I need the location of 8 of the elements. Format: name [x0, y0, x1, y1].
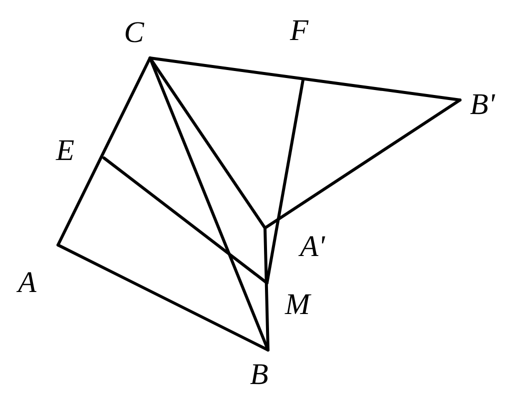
point-label: B — [250, 360, 268, 390]
point-label: A' — [300, 232, 325, 262]
point-label: M — [285, 290, 310, 320]
point-label: F — [290, 16, 308, 46]
point-label: C — [124, 18, 144, 48]
point-label: B' — [470, 90, 495, 120]
point-label: A — [18, 268, 36, 298]
point-label: E — [56, 136, 74, 166]
